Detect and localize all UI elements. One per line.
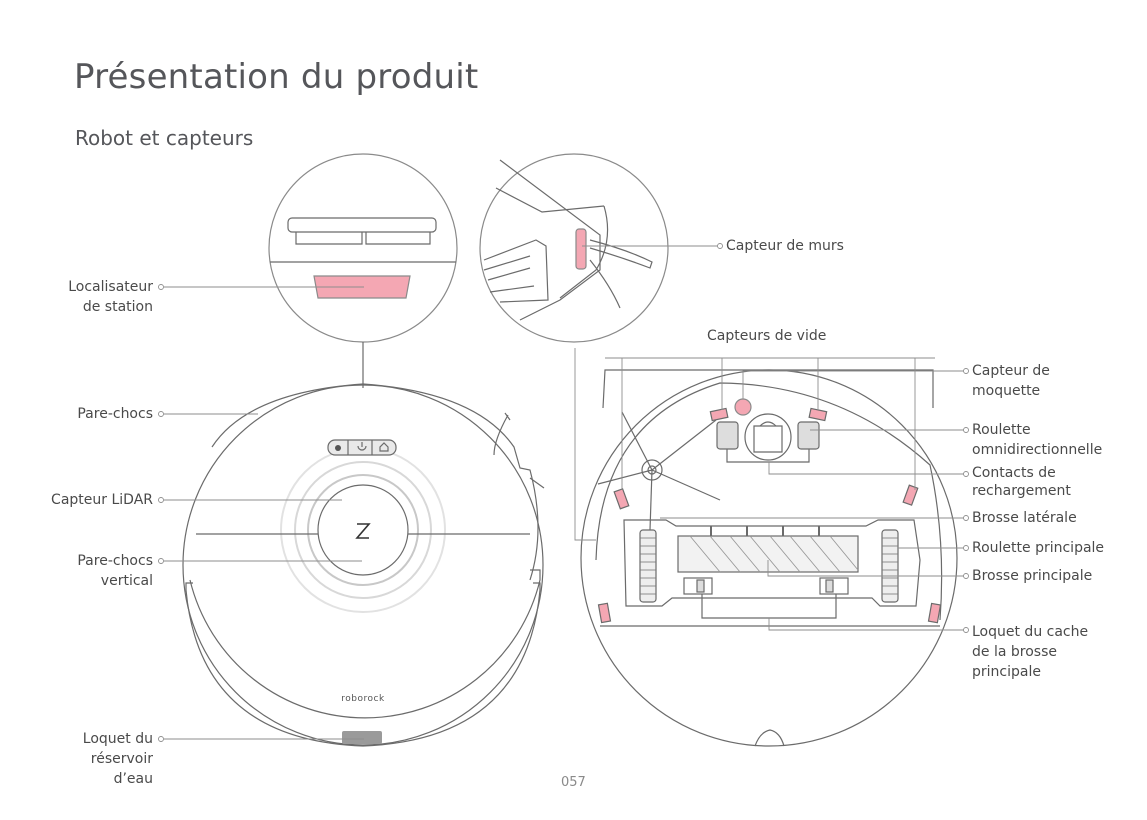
- carpet-sensor: [734, 398, 752, 416]
- label-main-brush: Brosse principale: [972, 568, 1093, 584]
- brand-logo: roborock: [341, 694, 385, 704]
- zoom-circle-wall-sensor: [479, 153, 669, 343]
- side-brush: [597, 411, 721, 531]
- label-wall-sensor: Capteur de murs: [726, 238, 844, 254]
- page-number: 057: [561, 775, 586, 790]
- label-bumper: Pare-chocs: [77, 406, 153, 422]
- main-wheel-right: [881, 529, 899, 603]
- spot-clean-icon: [335, 445, 341, 451]
- section-subtitle: Robot et capteurs: [75, 126, 254, 150]
- roborock-z-logo-icon: [355, 523, 371, 539]
- power-icon: [357, 442, 367, 451]
- label-cliff-sensors: Capteurs de vide: [707, 328, 827, 344]
- wall-sensor: [575, 228, 587, 270]
- zoom-circle-station-locator: [268, 153, 458, 388]
- main-wheel-left: [639, 529, 657, 603]
- page-title: Présentation du produit: [74, 57, 479, 97]
- robot-bottom-view: [580, 369, 958, 747]
- label-side-brush: Brosse latérale: [972, 510, 1077, 526]
- home-icon: [379, 442, 389, 452]
- water-tank-latch: [342, 731, 382, 744]
- robot-top-view: [182, 383, 545, 747]
- label-main-wheel: Roulette principale: [972, 540, 1105, 556]
- label-lidar-sensor: Capteur LiDAR: [51, 492, 153, 508]
